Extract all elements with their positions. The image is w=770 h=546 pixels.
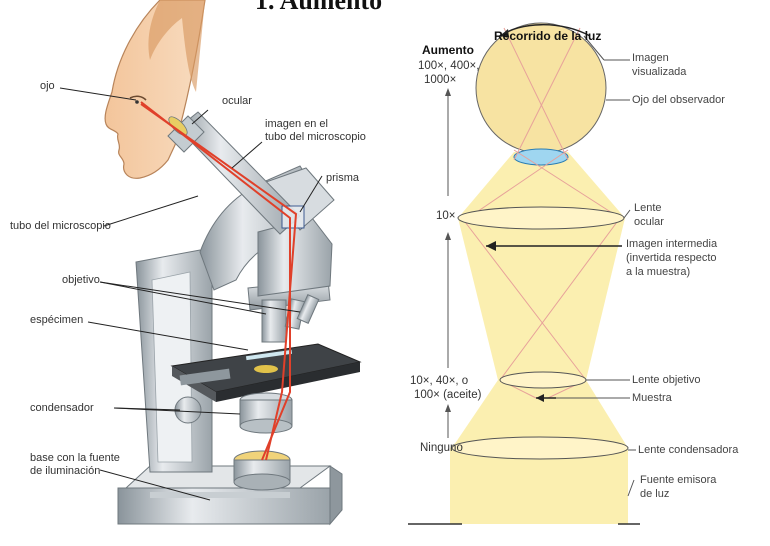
mag-condensador: Ninguno <box>420 442 463 455</box>
label-objetivo: objetivo <box>62 274 100 287</box>
label-tubo: tubo del microscopio <box>10 220 111 233</box>
label-ojo: ojo <box>40 80 55 93</box>
mag-top-1: 100×, 400×, <box>418 60 479 73</box>
label-muestra: Muestra <box>632 392 672 405</box>
label-fuente-2: de luz <box>640 488 669 501</box>
label-imagen-visualizada-1: Imagen <box>632 52 669 65</box>
label-base-2: de iluminación <box>30 465 100 478</box>
label-prisma: prisma <box>326 172 359 185</box>
label-base-1: base con la fuente <box>30 452 120 465</box>
mag-objetivo-2: 100× (aceite) <box>414 389 481 402</box>
mag-top-2: 1000× <box>424 74 456 87</box>
label-imagen-intermedia-2: (invertida respecto <box>626 252 717 265</box>
label-ojo-observador: Ojo del observador <box>632 94 725 107</box>
observer-head-illustration <box>105 0 205 178</box>
label-imagen-intermedia-3: a la muestra) <box>626 266 690 279</box>
mag-objetivo-1: 10×, 40×, o <box>410 375 468 388</box>
label-lente-condensadora: Lente condensadora <box>638 444 738 457</box>
microscope-illustration <box>60 0 360 524</box>
label-imagen-tubo-2: tubo del microscopio <box>265 131 366 144</box>
mag-ocular: 10× <box>436 210 456 223</box>
label-condensador: condensador <box>30 402 94 415</box>
label-ocular: ocular <box>222 95 252 108</box>
light-path-heading: Recorrido de la luz <box>494 30 601 43</box>
label-lente-ocular-1: Lente <box>634 202 662 215</box>
label-lente-objetivo: Lente objetivo <box>632 374 701 387</box>
label-imagen-visualizada-2: visualizada <box>632 66 686 79</box>
label-fuente-1: Fuente emisora <box>640 474 716 487</box>
label-imagen-tubo-1: imagen en el <box>265 118 328 131</box>
label-especimen: espécimen <box>30 314 83 327</box>
label-imagen-intermedia-1: Imagen intermedia <box>626 238 717 251</box>
label-lente-ocular-2: ocular <box>634 216 664 229</box>
aumento-heading: Aumento <box>422 44 474 57</box>
